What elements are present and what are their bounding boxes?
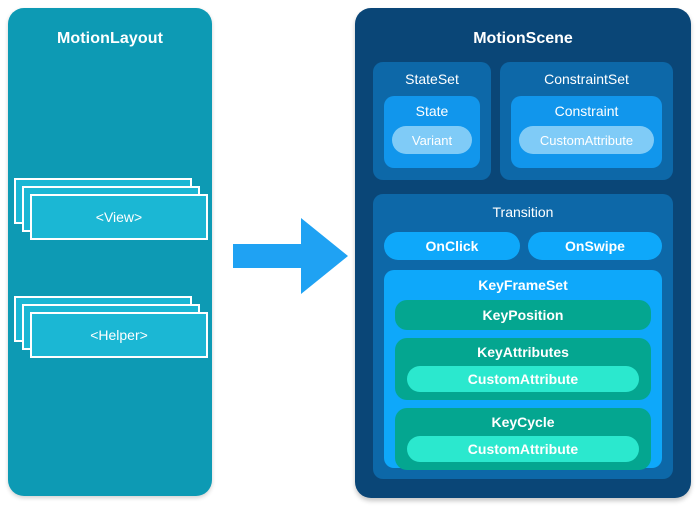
constraint-box[interactable]: Constraint CustomAttribute	[511, 96, 662, 168]
keyattributes-customattribute-pill[interactable]: CustomAttribute	[407, 366, 639, 392]
keyframeset-title: KeyFrameSet	[478, 277, 568, 293]
keyattributes-title: KeyAttributes	[477, 344, 569, 360]
view-card-front[interactable]: <View>	[30, 194, 208, 240]
constraintset-title: ConstraintSet	[544, 71, 629, 87]
constraint-title: Constraint	[554, 103, 619, 119]
keycycle-customattribute-pill[interactable]: CustomAttribute	[407, 436, 639, 462]
view-card-label: <View>	[95, 209, 143, 225]
keyframeset-box[interactable]: KeyFrameSet KeyPosition KeyAttributes Cu…	[384, 270, 662, 470]
keycycle-box[interactable]: KeyCycle CustomAttribute	[395, 408, 651, 470]
onswipe-label: OnSwipe	[565, 238, 625, 254]
onclick-pill[interactable]: OnClick	[384, 232, 520, 260]
keycycle-title: KeyCycle	[491, 414, 555, 430]
keycycle-customattribute-label: CustomAttribute	[467, 441, 579, 457]
state-box[interactable]: State Variant	[384, 96, 480, 168]
stateset-box[interactable]: StateSet State Variant	[373, 62, 491, 180]
motionlayout-panel: MotionLayout <View> <Helper>	[8, 8, 212, 496]
transition-title: Transition	[492, 204, 554, 220]
motionscene-title: MotionScene	[473, 30, 573, 47]
keyposition-label: KeyPosition	[482, 307, 564, 323]
helper-card-front[interactable]: <Helper>	[30, 312, 208, 358]
keyposition-box[interactable]: KeyPosition	[395, 300, 651, 330]
helper-card-stack: <Helper>	[14, 296, 208, 360]
variant-pill[interactable]: Variant	[392, 126, 472, 154]
stateset-title: StateSet	[405, 71, 459, 87]
onswipe-pill[interactable]: OnSwipe	[528, 232, 662, 260]
keyattributes-box[interactable]: KeyAttributes CustomAttribute	[395, 338, 651, 400]
helper-card-label: <Helper>	[90, 327, 148, 343]
constraint-customattribute-label: CustomAttribute	[539, 132, 634, 148]
motionscene-panel: MotionScene StateSet State Variant Const…	[355, 8, 691, 498]
motionlayout-title: MotionLayout	[56, 30, 164, 47]
constraint-customattribute-pill[interactable]: CustomAttribute	[519, 126, 654, 154]
arrow-right-icon	[233, 218, 348, 294]
constraintset-box[interactable]: ConstraintSet Constraint CustomAttribute	[500, 62, 673, 180]
view-card-stack: <View>	[14, 178, 208, 242]
transition-box[interactable]: Transition OnClick OnSwipe KeyFrameSet K…	[373, 194, 673, 479]
keyattributes-customattribute-label: CustomAttribute	[467, 371, 579, 387]
onclick-label: OnClick	[425, 238, 479, 254]
variant-label: Variant	[411, 132, 453, 148]
state-title: State	[415, 103, 449, 119]
